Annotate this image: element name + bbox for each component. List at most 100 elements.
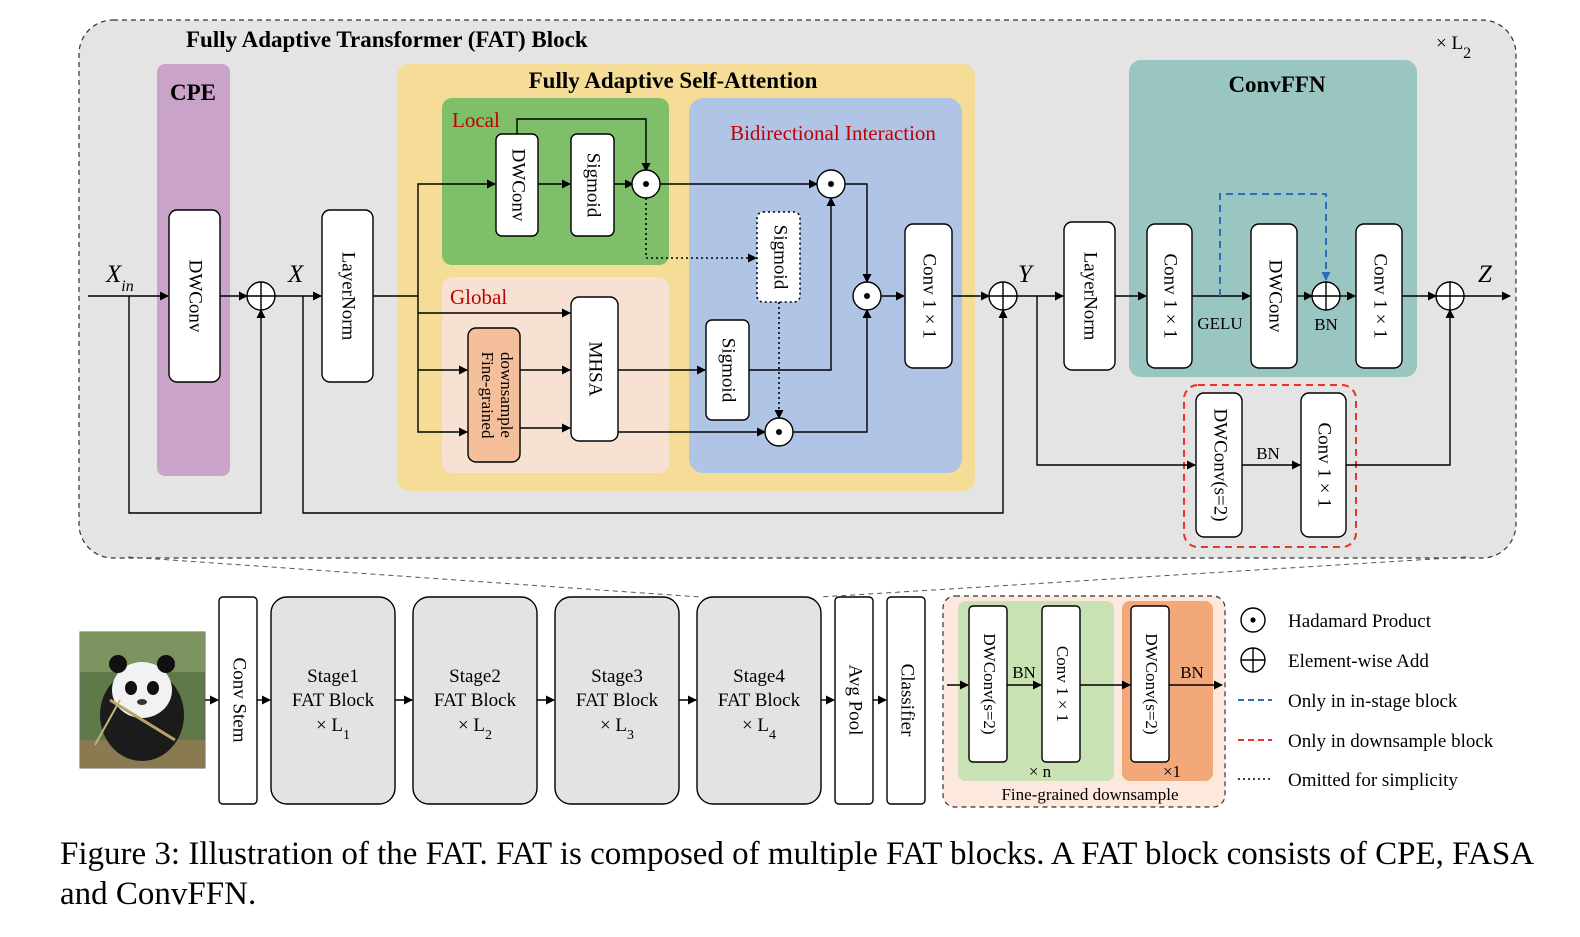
svg-text:Sigmoid: Sigmoid — [718, 338, 739, 403]
convffn-title: ConvFFN — [1228, 72, 1326, 97]
convffn-region — [1129, 60, 1417, 377]
y-label: Y — [1018, 261, 1035, 288]
bi-sigmoid-dotted-box: Sigmoid — [756, 211, 801, 303]
svg-text:Sigmoid: Sigmoid — [583, 153, 604, 218]
layernorm-box-1: LayerNorm — [321, 209, 374, 383]
legend: Hadamard Product Element-wise Add Only i… — [1238, 607, 1494, 791]
legend-label-4: Omitted for simplicity — [1288, 770, 1458, 791]
zoom-line-right — [819, 556, 1467, 598]
global-title: Global — [450, 285, 507, 309]
ds-detail-times-1: ×1 — [1163, 762, 1181, 781]
ds-detail-conv-box: Conv 1 × 1 — [1041, 605, 1081, 763]
fasa-title: Fully Adaptive Self-Attention — [529, 68, 818, 93]
svg-text:DWConv(s=2): DWConv(s=2) — [1142, 633, 1161, 734]
stage-name: Stage1 — [307, 666, 359, 687]
legend-label-0: Hadamard Product — [1288, 611, 1432, 632]
legend-label-2: Only in in-stage block — [1288, 691, 1458, 712]
fine-grained-downsample-box: Fine-grained downsample — [467, 327, 521, 463]
add-icon-3 — [1435, 281, 1465, 311]
conv-stem-box: Conv Stem — [218, 596, 258, 805]
stage-repeat: × L4 — [742, 715, 776, 743]
add-icon-ffn — [1311, 281, 1341, 311]
legend-hadamard-icon — [1240, 607, 1266, 633]
add-icon-2 — [988, 281, 1018, 311]
svg-text:LayerNorm: LayerNorm — [338, 252, 359, 341]
ds-detail-bn-2: BN — [1180, 663, 1204, 682]
fat-block-repeat: × L2 — [1436, 33, 1471, 62]
svg-text:Conv 1 × 1: Conv 1 × 1 — [1053, 646, 1072, 722]
ds-dwconv-s2-box: DWConv(s=2) — [1195, 392, 1243, 538]
bn-label-ds-top: BN — [1256, 444, 1280, 463]
svg-text:Sigmoid: Sigmoid — [770, 225, 791, 290]
hadamard-icon-bi-mid — [852, 281, 882, 311]
ffn-conv1x1-box-1: Conv 1 × 1 — [1146, 223, 1193, 369]
svg-text:Conv 1 × 1: Conv 1 × 1 — [1314, 422, 1335, 507]
ffn-dwconv-box: DWConv — [1250, 223, 1298, 369]
svg-text:LayerNorm: LayerNorm — [1080, 252, 1101, 341]
layernorm-box-2: LayerNorm — [1063, 221, 1116, 371]
legend-label-1: Element-wise Add — [1288, 651, 1429, 672]
avg-pool-box: Avg Pool — [834, 596, 874, 805]
cpe-title: CPE — [170, 80, 216, 105]
hadamard-icon-bi-bottom — [764, 417, 794, 447]
hadamard-icon-local — [631, 169, 661, 199]
bidirectional-title: Bidirectional Interaction — [730, 121, 936, 145]
svg-text:DWConv: DWConv — [185, 260, 206, 333]
stage-block: FAT Block — [718, 690, 801, 711]
bidirectional-region — [689, 98, 962, 473]
gelu-label: GELU — [1197, 314, 1242, 333]
svg-text:Avg Pool: Avg Pool — [845, 665, 866, 736]
stage-name: Stage4 — [733, 666, 785, 687]
stage-repeat: × L1 — [316, 715, 350, 743]
stage-repeat: × L2 — [458, 715, 492, 743]
fat-block-title: Fully Adaptive Transformer (FAT) Block — [186, 27, 588, 52]
ds-detail-dwconv-box: DWConv(s=2) — [968, 605, 1008, 763]
legend-add-icon — [1240, 647, 1266, 673]
ds-detail-bn-1: BN — [1012, 663, 1036, 682]
local-title: Local — [452, 108, 500, 132]
stage-block: FAT Block — [576, 690, 659, 711]
local-dwconv-box: DWConv — [495, 133, 539, 237]
svg-text:Conv 1 × 1: Conv 1 × 1 — [1370, 253, 1391, 338]
stage-repeat: × L3 — [600, 715, 634, 743]
ffn-conv1x1-box-2: Conv 1 × 1 — [1355, 223, 1403, 369]
local-sigmoid-box: Sigmoid — [570, 133, 615, 237]
add-icon-1 — [246, 281, 276, 311]
bi-sigmoid-box: Sigmoid — [705, 319, 750, 421]
x-in-label: Xin — [105, 261, 134, 295]
cpe-dwconv-box: DWConv — [168, 209, 221, 383]
downsample-only-frame — [1183, 384, 1357, 548]
zoom-line-left — [127, 556, 701, 598]
stage-block: FAT Block — [434, 690, 517, 711]
stage-block: FAT Block — [292, 690, 375, 711]
svg-text:DWConv: DWConv — [1265, 260, 1286, 333]
stage-name: Stage2 — [449, 666, 501, 687]
svg-text:Conv Stem: Conv Stem — [229, 658, 250, 743]
in-stage-skip — [1219, 193, 1331, 296]
svg-text:Fine-grained: Fine-grained — [478, 352, 497, 439]
ds-detail-title: Fine-grained downsample — [1001, 785, 1178, 804]
svg-text:DWConv: DWConv — [508, 149, 529, 222]
panda-image — [79, 631, 206, 769]
hadamard-icon-bi-top — [816, 169, 846, 199]
bn-label-ffn: BN — [1314, 315, 1338, 334]
figure-caption: Figure 3: Illustration of the FAT. FAT i… — [60, 836, 1533, 912]
fasa-conv1x1-box: Conv 1 × 1 — [904, 223, 953, 369]
classifier-box: Classifier — [886, 596, 926, 805]
ds-conv1x1-box: Conv 1 × 1 — [1300, 392, 1347, 538]
svg-text:DWConv(s=2): DWConv(s=2) — [980, 633, 999, 734]
svg-text:Conv 1 × 1: Conv 1 × 1 — [919, 253, 940, 338]
mhsa-box: MHSA — [570, 296, 619, 442]
svg-text:DWConv(s=2): DWConv(s=2) — [1210, 408, 1231, 521]
x-label: X — [287, 261, 305, 288]
legend-label-3: Only in downsample block — [1288, 731, 1494, 752]
stage-name: Stage3 — [591, 666, 643, 687]
ds-detail-times-n: × n — [1029, 762, 1052, 781]
svg-text:MHSA: MHSA — [585, 342, 606, 397]
svg-text:Conv 1 × 1: Conv 1 × 1 — [1160, 253, 1181, 338]
ds-detail-dwconv2-box: DWConv(s=2) — [1130, 605, 1170, 763]
